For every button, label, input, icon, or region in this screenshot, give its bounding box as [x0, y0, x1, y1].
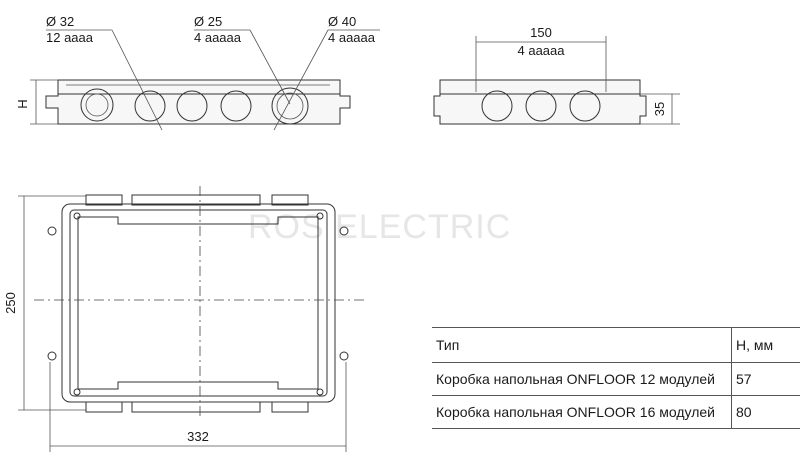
corner-screw-tr	[316, 212, 324, 220]
row-type: Коробка напольная ONFLOOR 16 модулей	[432, 395, 732, 429]
corner-screw-br	[316, 388, 324, 396]
knockout-d32	[80, 88, 114, 122]
corner-screw-bl	[73, 388, 81, 396]
header-height: H, мм	[731, 327, 800, 363]
callout-d40-leader	[273, 29, 329, 131]
callout-d25-leader	[249, 29, 291, 105]
side-body	[433, 79, 647, 125]
callout-d40-diameter: Ø 40	[328, 14, 356, 29]
bottom-tab-3	[271, 401, 309, 413]
corner-screw-tl	[73, 212, 81, 220]
inner-frame	[77, 216, 319, 390]
knockout-d32-inner	[85, 93, 109, 117]
row-height: 80	[731, 395, 800, 429]
table-row: Коробка напольная ONFLOOR 16 модулей 80	[432, 395, 800, 429]
spacing-value: 150	[530, 25, 552, 40]
right-ear-hole-bottom	[339, 351, 349, 361]
front-view: Ø 32 12 aaaa Ø 25 4 aaaaa Ø 40 4 aaaaa H	[15, 14, 380, 131]
side-knockout-2	[525, 90, 557, 122]
top-tab-2	[131, 194, 261, 206]
callout-d32-count: 12 aaaa	[46, 30, 94, 45]
outer-frame	[61, 203, 336, 403]
height-250-value: 250	[3, 292, 18, 314]
spec-table-header: Тип H, мм	[432, 327, 800, 363]
table-row: Коробка напольная ONFLOOR 12 модулей 57	[432, 362, 800, 396]
side-knockout-1	[481, 90, 513, 122]
spacing-count: 4 aaaaa	[518, 43, 566, 58]
knockout-d40-inner	[276, 92, 304, 120]
side-knockout-3	[569, 90, 601, 122]
right-ear-hole-top	[339, 226, 349, 236]
front-body	[45, 79, 351, 125]
left-ear-hole-bottom	[47, 351, 57, 361]
top-tab-3	[271, 194, 309, 206]
knockout-d40	[271, 87, 309, 125]
callout-d32-leader	[111, 29, 163, 131]
callout-d25-count: 4 aaaaa	[194, 30, 242, 45]
watermark: ROS ELECTRIC	[248, 208, 511, 246]
top-view: 250 332	[3, 186, 364, 452]
callout-d32-diameter: Ø 32	[46, 14, 74, 29]
front-knockouts	[80, 87, 309, 125]
knockout-d25-2	[176, 90, 208, 122]
callout-d25-diameter: Ø 25	[194, 14, 222, 29]
knockout-d25-1	[134, 90, 166, 122]
width-332-value: 332	[187, 429, 209, 444]
bottom-tab-2	[131, 401, 261, 413]
spec-table: Тип H, мм Коробка напольная ONFLOOR 12 м…	[432, 327, 800, 429]
callout-d40-count: 4 aaaaa	[328, 30, 376, 45]
top-tab-1	[85, 194, 123, 206]
side-height-value: 35	[652, 102, 667, 116]
bottom-tab-1	[85, 401, 123, 413]
knockout-d25-3	[220, 90, 252, 122]
middle-frame	[69, 209, 328, 397]
height-label: H	[15, 99, 30, 108]
row-height: 57	[731, 362, 800, 396]
side-view: 150 4 aaaaa 35	[433, 25, 680, 125]
row-type: Коробка напольная ONFLOOR 12 модулей	[432, 362, 732, 396]
header-type: Тип	[432, 327, 732, 363]
left-ear-hole-top	[47, 226, 57, 236]
